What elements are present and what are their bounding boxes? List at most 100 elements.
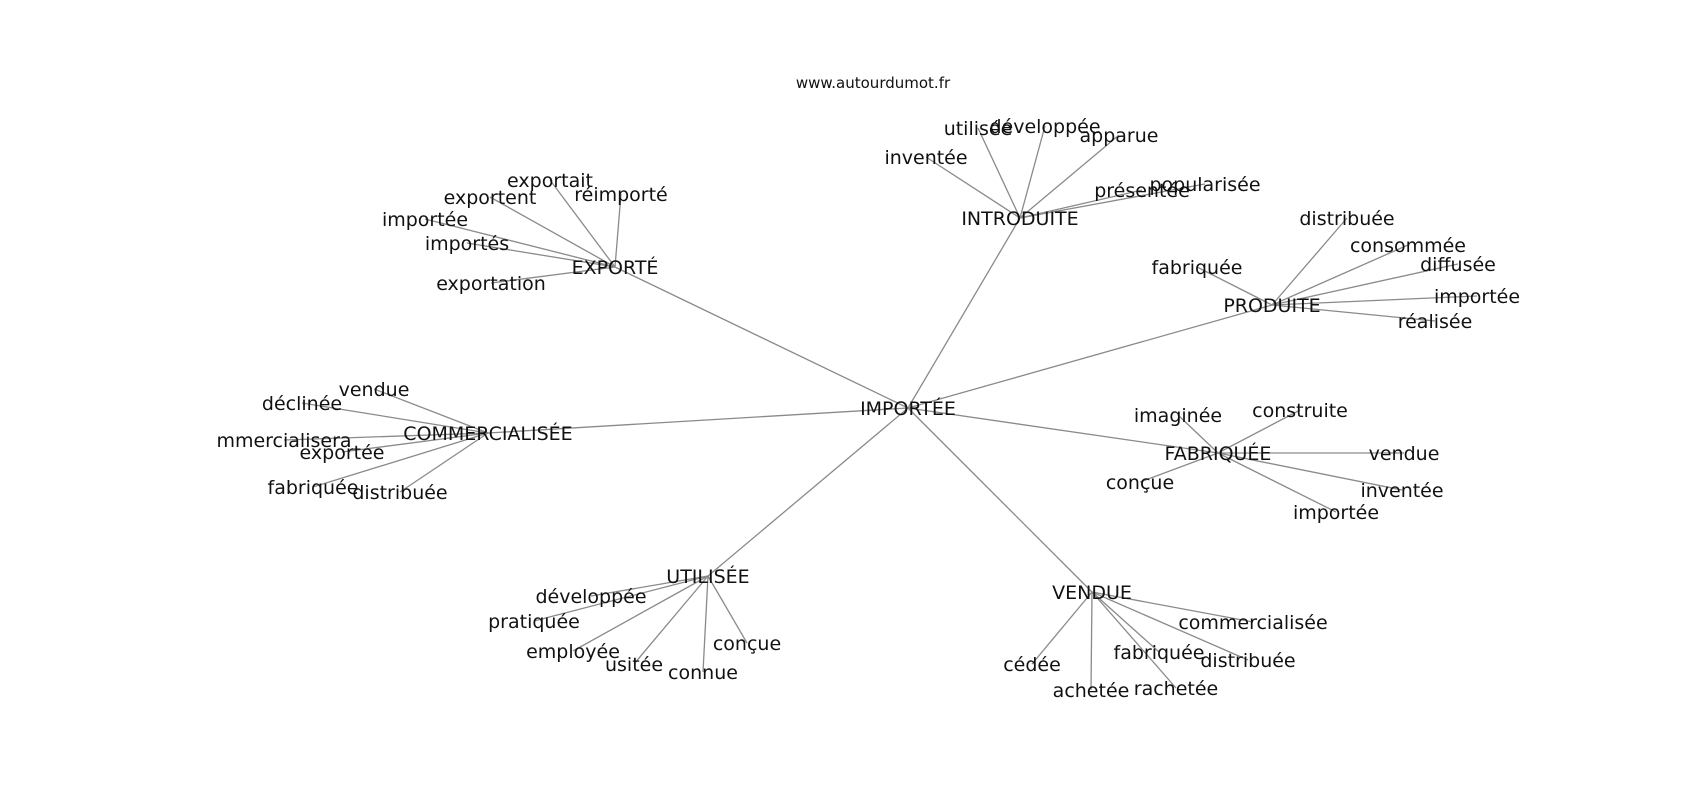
edge-hub-2-leaf-2 bbox=[1196, 266, 1273, 306]
edge-hub-6-leaf-5 bbox=[1091, 591, 1177, 689]
leaf-node: commercialisée bbox=[1178, 612, 1327, 634]
edge-hub-1-leaf-3 bbox=[925, 156, 1021, 219]
leaf-node: conçue bbox=[713, 633, 781, 655]
hub-node: INTRODUITE bbox=[961, 208, 1078, 230]
edge-hub-3-leaf-5 bbox=[399, 432, 489, 493]
leaf-node: développée bbox=[535, 586, 646, 608]
edge-hub-0-leaf-5 bbox=[490, 266, 616, 284]
edge-center-hub-2 bbox=[907, 304, 1273, 409]
leaf-node: réalisée bbox=[1398, 311, 1473, 333]
leaf-node: exportée bbox=[300, 442, 385, 464]
edge-hub-3-leaf-3 bbox=[341, 432, 489, 453]
leaf-node: distribuée bbox=[352, 482, 447, 504]
leaf-node: vendue bbox=[1369, 443, 1440, 465]
edge-center-hub-1 bbox=[907, 217, 1021, 409]
edge-hub-4-leaf-5 bbox=[1217, 452, 1337, 513]
source-url: www.autourdumot.fr bbox=[796, 74, 951, 92]
edge-hub-0-leaf-0 bbox=[549, 179, 616, 268]
edge-hub-4-leaf-1 bbox=[1217, 409, 1301, 454]
edge-hub-6-leaf-4 bbox=[1090, 591, 1093, 691]
leaf-node: exportation bbox=[436, 273, 546, 295]
edge-hub-5-leaf-2 bbox=[572, 575, 709, 652]
leaf-node: fabriquée bbox=[1152, 257, 1243, 279]
hub-node: FABRIQUÉE bbox=[1165, 442, 1272, 465]
leaf-node: importée bbox=[382, 209, 468, 231]
leaf-node: achetée bbox=[1053, 680, 1130, 702]
hub-node: VENDUE bbox=[1052, 582, 1132, 604]
leaf-node: rachetée bbox=[1134, 678, 1218, 700]
leaf-node: développée bbox=[989, 116, 1100, 138]
edge-hub-2-leaf-0 bbox=[1271, 217, 1348, 306]
leaf-node: pratiquée bbox=[488, 611, 580, 633]
hub-node: PRODUITE bbox=[1223, 295, 1320, 317]
leaf-node: présentée bbox=[1094, 180, 1190, 202]
hub-node: EXPORTÉ bbox=[572, 256, 659, 279]
edge-hub-6-leaf-3 bbox=[1031, 591, 1093, 665]
leaf-node: inventée bbox=[1360, 480, 1443, 502]
edge-hub-6-leaf-2 bbox=[1091, 591, 1249, 661]
edge-hub-0-leaf-4 bbox=[466, 242, 616, 268]
leaf-node: diffusée bbox=[1420, 254, 1496, 276]
leaf-node: inventée bbox=[884, 147, 967, 169]
edge-hub-4-leaf-0 bbox=[1177, 414, 1219, 454]
leaf-node: importés bbox=[425, 233, 509, 255]
edge-hub-6-leaf-1 bbox=[1091, 591, 1160, 653]
edge-hub-2-leaf-3 bbox=[1271, 263, 1459, 306]
edge-hub-0-leaf-1 bbox=[614, 193, 622, 268]
edge-hub-3-leaf-4 bbox=[312, 432, 489, 488]
edge-hub-4-leaf-4 bbox=[1217, 452, 1403, 491]
edge-hub-5-leaf-3 bbox=[633, 575, 709, 665]
leaf-node: importée bbox=[1434, 286, 1520, 308]
edge-center-hub-3 bbox=[487, 407, 909, 434]
hub-node: COMMERCIALISÉE bbox=[403, 422, 572, 445]
leaf-node: consommée bbox=[1350, 235, 1466, 257]
edge-hub-0-leaf-2 bbox=[489, 196, 616, 268]
edge-hub-5-leaf-0 bbox=[590, 575, 709, 597]
leaf-node: imaginée bbox=[1134, 405, 1222, 427]
leaf-node: usitée bbox=[605, 654, 663, 676]
edge-hub-5-leaf-4 bbox=[702, 575, 709, 673]
edge-center-hub-4 bbox=[907, 407, 1219, 454]
edge-hub-4-leaf-3 bbox=[1139, 452, 1219, 483]
edge-hub-2-leaf-5 bbox=[1271, 304, 1436, 322]
edge-hub-5-leaf-1 bbox=[533, 575, 709, 622]
leaf-node: utilisée bbox=[944, 118, 1013, 140]
leaf-node: apparue bbox=[1080, 125, 1159, 147]
leaf-node: déclinée bbox=[262, 393, 342, 415]
leaf-node: popularisée bbox=[1149, 174, 1260, 196]
hub-node: UTILISÉE bbox=[666, 565, 749, 588]
leaf-node: cédée bbox=[1003, 654, 1061, 676]
edge-hub-1-leaf-4 bbox=[1019, 183, 1206, 219]
edge-hub-1-leaf-5 bbox=[1019, 189, 1143, 219]
edges-layer bbox=[283, 125, 1478, 691]
leaf-node: construite bbox=[1252, 400, 1348, 422]
leaf-node: importée bbox=[1293, 502, 1379, 524]
edge-hub-3-leaf-1 bbox=[301, 402, 489, 434]
edge-hub-5-leaf-5 bbox=[707, 575, 748, 644]
edge-hub-2-leaf-4 bbox=[1271, 295, 1478, 306]
leaf-node: connue bbox=[668, 662, 738, 684]
leaf-node: vendue bbox=[339, 379, 410, 401]
edge-hub-1-leaf-2 bbox=[1019, 134, 1120, 219]
center-node: IMPORTÉE bbox=[860, 397, 956, 420]
leaf-node: mmercialisera bbox=[216, 430, 351, 452]
leaf-node: distribuée bbox=[1299, 208, 1394, 230]
leaf-node: conçue bbox=[1106, 472, 1174, 494]
edge-hub-0-leaf-3 bbox=[424, 218, 616, 268]
leaf-node: distribuée bbox=[1200, 650, 1295, 672]
edge-center-hub-5 bbox=[707, 407, 909, 577]
edge-hub-1-leaf-1 bbox=[1019, 125, 1046, 219]
edge-hub-2-leaf-1 bbox=[1271, 244, 1409, 306]
leaf-node: fabriquée bbox=[268, 477, 359, 499]
edge-hub-6-leaf-0 bbox=[1091, 591, 1254, 623]
leaf-node: exportait bbox=[507, 170, 593, 192]
edge-center-hub-6 bbox=[907, 407, 1093, 593]
leaf-node: exportent bbox=[444, 187, 537, 209]
edge-hub-1-leaf-0 bbox=[977, 127, 1021, 219]
leaf-node: fabriquée bbox=[1114, 642, 1205, 664]
leaf-node: employée bbox=[526, 641, 620, 663]
edge-center-hub-0 bbox=[614, 266, 909, 409]
labels-layer: IMPORTÉEEXPORTÉexportaitréimportéexporte… bbox=[216, 116, 1520, 702]
